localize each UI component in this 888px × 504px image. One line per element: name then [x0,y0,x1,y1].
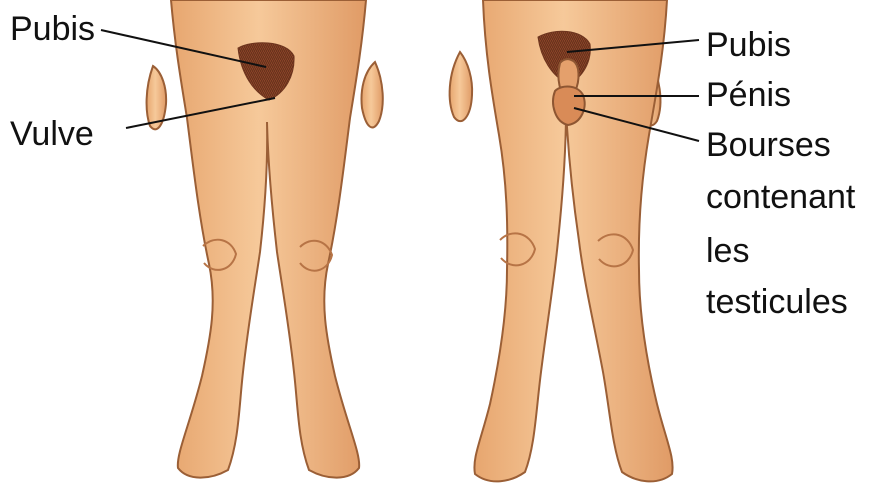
female-pubis-label: Pubis [10,8,95,50]
male-pubis-label: Pubis [706,24,791,66]
bourses-label-line-4: testicules [706,281,848,323]
vulve-label: Vulve [10,113,94,155]
bourses-label-line-2: contenant [706,176,855,218]
female-figure [147,0,383,478]
male-scrotum [553,86,585,125]
penis-label: Pénis [706,74,791,116]
bourses-label-line-3: les [706,230,749,272]
bourses-label-line-1: Bourses [706,124,831,166]
male-left-hand [450,52,472,121]
male-figure [450,0,673,481]
female-right-hand [362,62,383,127]
